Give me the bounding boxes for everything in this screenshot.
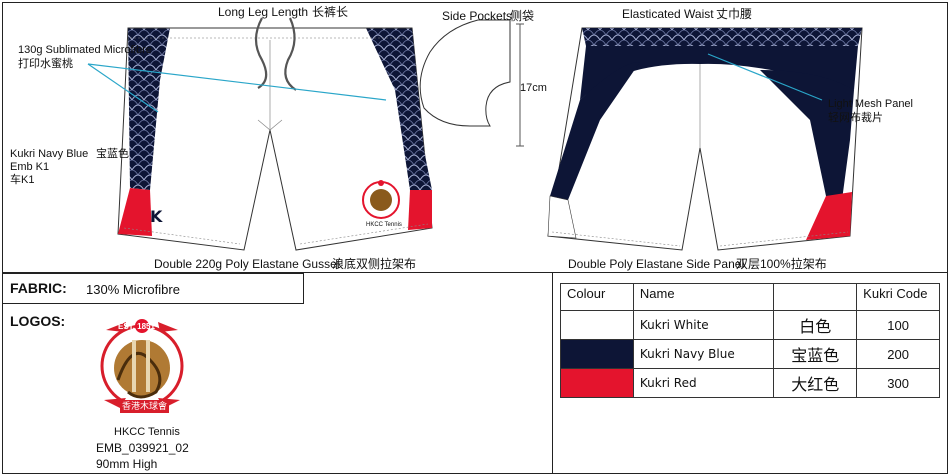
side-panel-cn-label: 双层100%拉架布 (736, 257, 827, 271)
long-leg-length-label: Long Leg Length (218, 5, 309, 19)
kukri-code: 200 (856, 339, 940, 369)
emb-k1-cn-label: 车K1 (10, 174, 35, 186)
colour-name: Kukri Navy Blue (632, 339, 775, 369)
colour-swatch (560, 339, 634, 369)
kukri-code: 100 (856, 310, 940, 340)
colour-swatch (560, 368, 634, 398)
long-leg-length-cn-label: 长裤长 (312, 5, 349, 19)
logo-bottom-text: 香港木球會 (120, 400, 170, 413)
colour-table: Colour Name Kukri Code Kukri White 白色 10… (560, 283, 940, 398)
elasticated-waist-label: Elasticated Waist (622, 7, 714, 21)
sublimated-microfibre-cn-label: 打印水蜜桃 (18, 58, 73, 70)
fabric-box (2, 273, 304, 304)
logo-name: HKCC Tennis (114, 426, 180, 438)
svg-text:K: K (150, 207, 163, 226)
table-column-divider (552, 273, 553, 473)
side-pocket-drawing (419, 19, 524, 147)
emb-k1-label: Emb K1 (10, 161, 50, 173)
pocket-measure-label: 17cm (520, 82, 547, 94)
logos-label: LOGOS: (10, 313, 66, 329)
back-shorts-drawing (547, 27, 863, 251)
colour-chinese-name: 白色 (773, 310, 858, 340)
side-panel-label: Double Poly Elastane Side Panel (568, 257, 745, 271)
gusset-label: Double 220g Poly Elastane Gusset (154, 257, 341, 271)
logo-size: 90mm High (96, 457, 158, 471)
light-mesh-panel-cn-label: 轻网布裁片 (828, 112, 883, 124)
table-row: Kukri Red 大红色 300 (560, 368, 940, 398)
colour-swatch (560, 310, 634, 340)
side-pockets-cn-label: 侧袋 (510, 9, 535, 23)
sublimated-microfibre-label: 130g Sublimated Microfibre (18, 44, 152, 56)
table-row: Kukri Navy Blue 宝蓝色 200 (560, 339, 940, 369)
logo-top-text: EST. 1851 (118, 322, 155, 331)
colour-chinese-name: 宝蓝色 (773, 339, 858, 369)
header-chinese (773, 283, 858, 311)
fabric-value: 130% Microfibre (86, 282, 180, 297)
light-mesh-panel-label: Light Mesh Panel (828, 98, 913, 110)
side-pockets-label: Side Pockets (442, 9, 513, 23)
header-kukri-code: Kukri Code (856, 283, 940, 311)
logo-code: EMB_039921_02 (96, 441, 189, 455)
colour-chinese-name: 大红色 (773, 368, 858, 398)
gusset-cn-label: 浪底双侧拉架布 (332, 257, 417, 271)
kukri-code: 300 (856, 368, 940, 398)
table-row: Kukri White 白色 100 (560, 310, 940, 340)
fabric-label: FABRIC: (10, 280, 67, 296)
colour-name: Kukri White (632, 310, 775, 340)
navy-blue-cn-label: 宝蓝色 (96, 148, 129, 160)
header-colour: Colour (560, 283, 634, 311)
navy-blue-label: Kukri Navy Blue (10, 148, 89, 160)
garment-drawings: K (87, 17, 863, 251)
colour-table-header: Colour Name Kukri Code (560, 283, 940, 311)
elasticated-waist-cn-label: 丈巾腰 (716, 7, 753, 21)
colour-name: Kukri Red (632, 368, 775, 398)
header-name: Name (632, 283, 775, 311)
front-shorts-drawing: K (87, 17, 433, 251)
section-divider (2, 272, 947, 273)
crest-small-caption: HKCC Tennis (366, 222, 402, 228)
